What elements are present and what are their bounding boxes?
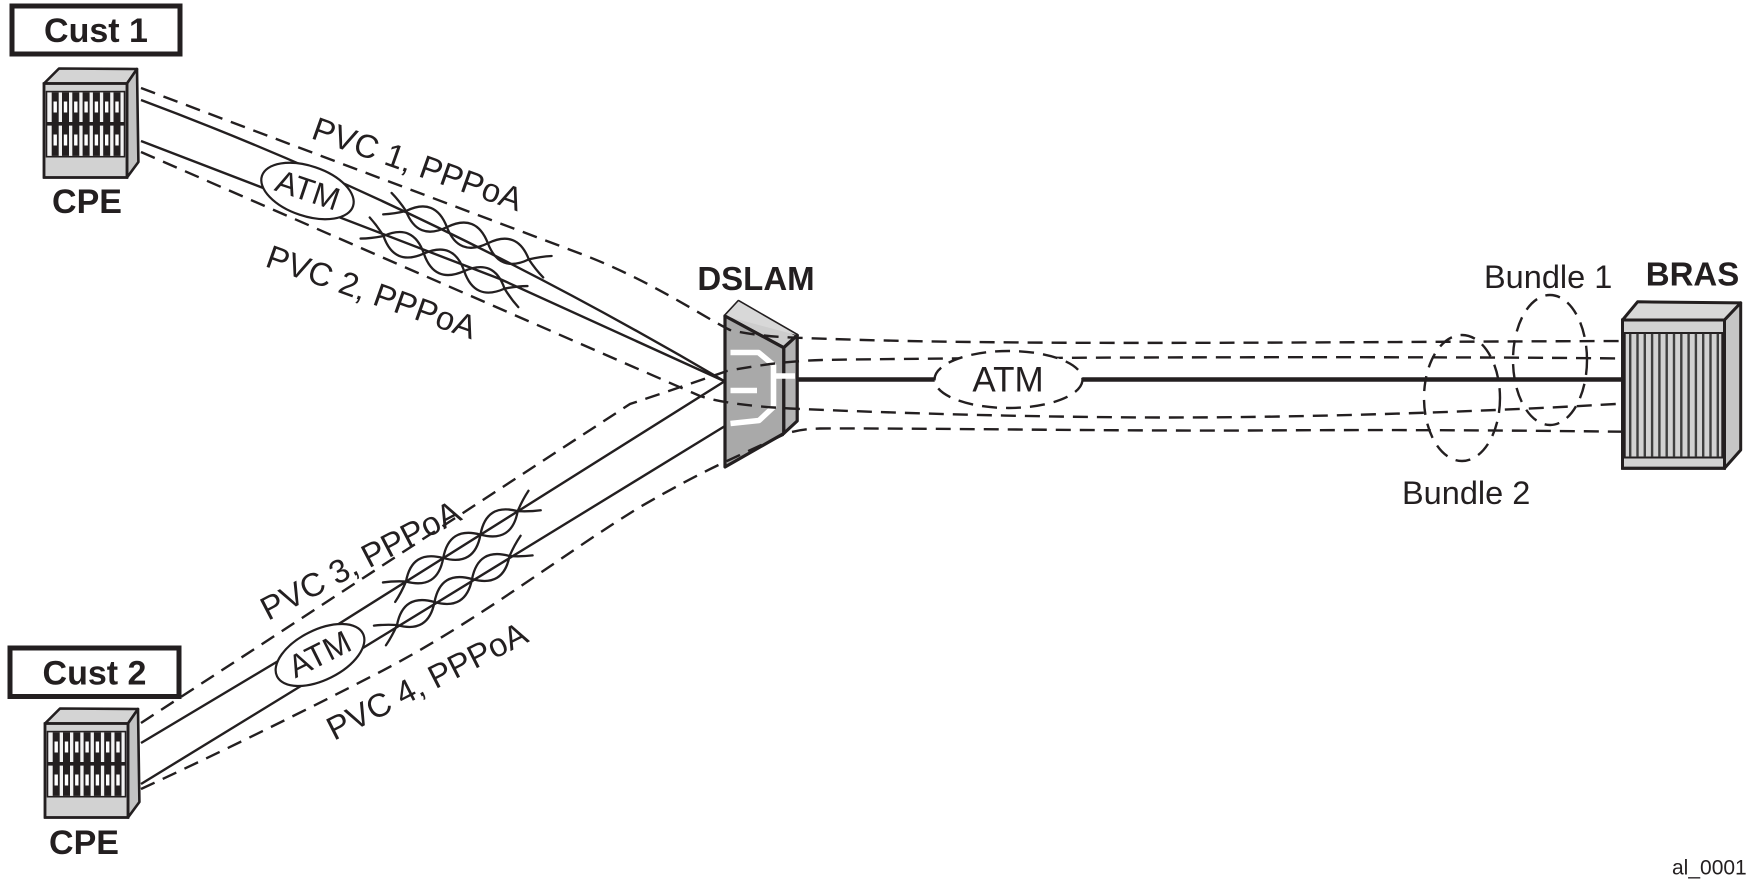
svg-text:DSLAM: DSLAM xyxy=(697,260,814,297)
svg-text:Bundle 2: Bundle 2 xyxy=(1402,475,1530,511)
svg-text:CPE: CPE xyxy=(52,183,122,221)
svg-text:ATM: ATM xyxy=(972,361,1043,400)
svg-text:BRAS: BRAS xyxy=(1646,256,1740,293)
svg-text:Bundle 1: Bundle 1 xyxy=(1484,259,1612,295)
svg-text:Cust 1: Cust 1 xyxy=(44,12,148,50)
svg-text:Cust 2: Cust 2 xyxy=(43,655,147,693)
svg-text:al_0001: al_0001 xyxy=(1672,857,1747,880)
svg-text:CPE: CPE xyxy=(49,824,119,862)
